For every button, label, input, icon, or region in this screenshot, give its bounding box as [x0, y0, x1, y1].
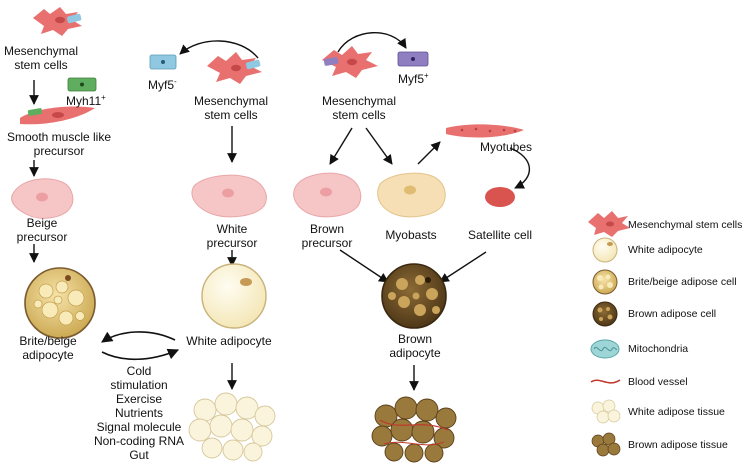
msc-label-left-line2: stem cells [14, 58, 68, 72]
legend-label-beige-adipocyte: Brite/beige adipose cell [628, 276, 737, 288]
myoblast-icon [377, 172, 446, 218]
legend-icon-white-adipocyte [592, 237, 618, 263]
arrow [439, 251, 487, 283]
legend-icon-mitochondria [590, 339, 620, 359]
msc-label-right: Mesenchymal stem cells [321, 94, 397, 122]
brown-precursor-icon [293, 172, 362, 218]
myh11-cell-icon [67, 77, 97, 92]
myf5-positive-label: Myf5+ [398, 71, 429, 87]
myh11-label: Myh11+ [66, 93, 106, 109]
arrow [329, 127, 353, 165]
arrow [417, 141, 441, 165]
myotubes-icon [446, 124, 524, 138]
beige-precursor-icon [11, 178, 74, 219]
legend-label-mitochondria: Mitochondria [628, 343, 689, 355]
legend-label-white-tissue: White adipose tissue [628, 406, 725, 418]
legend-icon-brown-adipocyte [592, 301, 618, 327]
arrow [509, 147, 531, 189]
white-adipocyte-label: White adipocyte [186, 334, 272, 348]
brown-tissue-icon [371, 396, 457, 463]
smooth-muscle-label: Smooth muscle like precursor [6, 130, 112, 158]
legend-icon-msc [588, 211, 630, 237]
arrow [339, 249, 389, 283]
mesenchymal-cell-icon [207, 52, 262, 84]
brite-beige-label: Brite/beige adipocyte [19, 334, 77, 362]
mesenchymal-cell-icon [33, 7, 82, 36]
arrow [179, 40, 259, 59]
white-precursor-label: White precursor [206, 222, 258, 250]
arrow [365, 127, 393, 165]
arrow [101, 331, 176, 343]
legend-label-blood-vessel: Blood vessel [628, 376, 688, 388]
brite-beige-adipocyte-icon [24, 267, 96, 339]
arrow [337, 32, 407, 53]
myoblasts-label: Myobasts [385, 228, 437, 242]
msc-label-left: Mesenchymal stem cells [0, 44, 82, 72]
white-precursor-icon [191, 174, 267, 218]
legend-label-white-adipocyte: White adipocyte [628, 244, 703, 256]
satellite-label: Satellite cell [467, 228, 533, 242]
legend-label-msc: Mesenchymal stem cells [628, 219, 743, 231]
white-adipocyte-icon [201, 263, 267, 329]
mesenchymal-cell-icon [322, 46, 378, 78]
legend-label-brown-tissue: Brown adipose tissue [628, 439, 728, 451]
legend-icon-brown-tissue [591, 432, 621, 457]
myf5-negative-label: Myf5- [148, 77, 177, 93]
brown-adipocyte-label: Brown adipocyte [389, 332, 441, 360]
brown-adipocyte-icon [381, 263, 447, 329]
stimuli-list: Cold stimulation Exercise Nutrients Sign… [93, 364, 185, 462]
satellite-cell-icon [485, 187, 515, 207]
legend-icon-blood-vessel [590, 379, 621, 384]
arrow [101, 348, 180, 361]
brown-precursor-label: Brown precursor [301, 222, 353, 250]
myf5-negative-cell-icon [149, 54, 177, 70]
myf5-positive-cell-icon [397, 51, 429, 67]
smooth-muscle-precursor-icon [20, 106, 95, 125]
legend-icon-white-tissue [591, 399, 621, 424]
legend-icon-beige-adipocyte [592, 269, 618, 295]
legend-label-brown-adipocyte: Brown adipose cell [628, 308, 717, 320]
myotubes-label: Myotubes [480, 140, 533, 154]
beige-precursor-label: Beige precursor [16, 216, 68, 244]
msc-label-middle: Mesenchymal stem cells [193, 94, 269, 122]
msc-label-left-line1: Mesenchymal [3, 44, 79, 58]
white-tissue-icon [188, 392, 276, 462]
